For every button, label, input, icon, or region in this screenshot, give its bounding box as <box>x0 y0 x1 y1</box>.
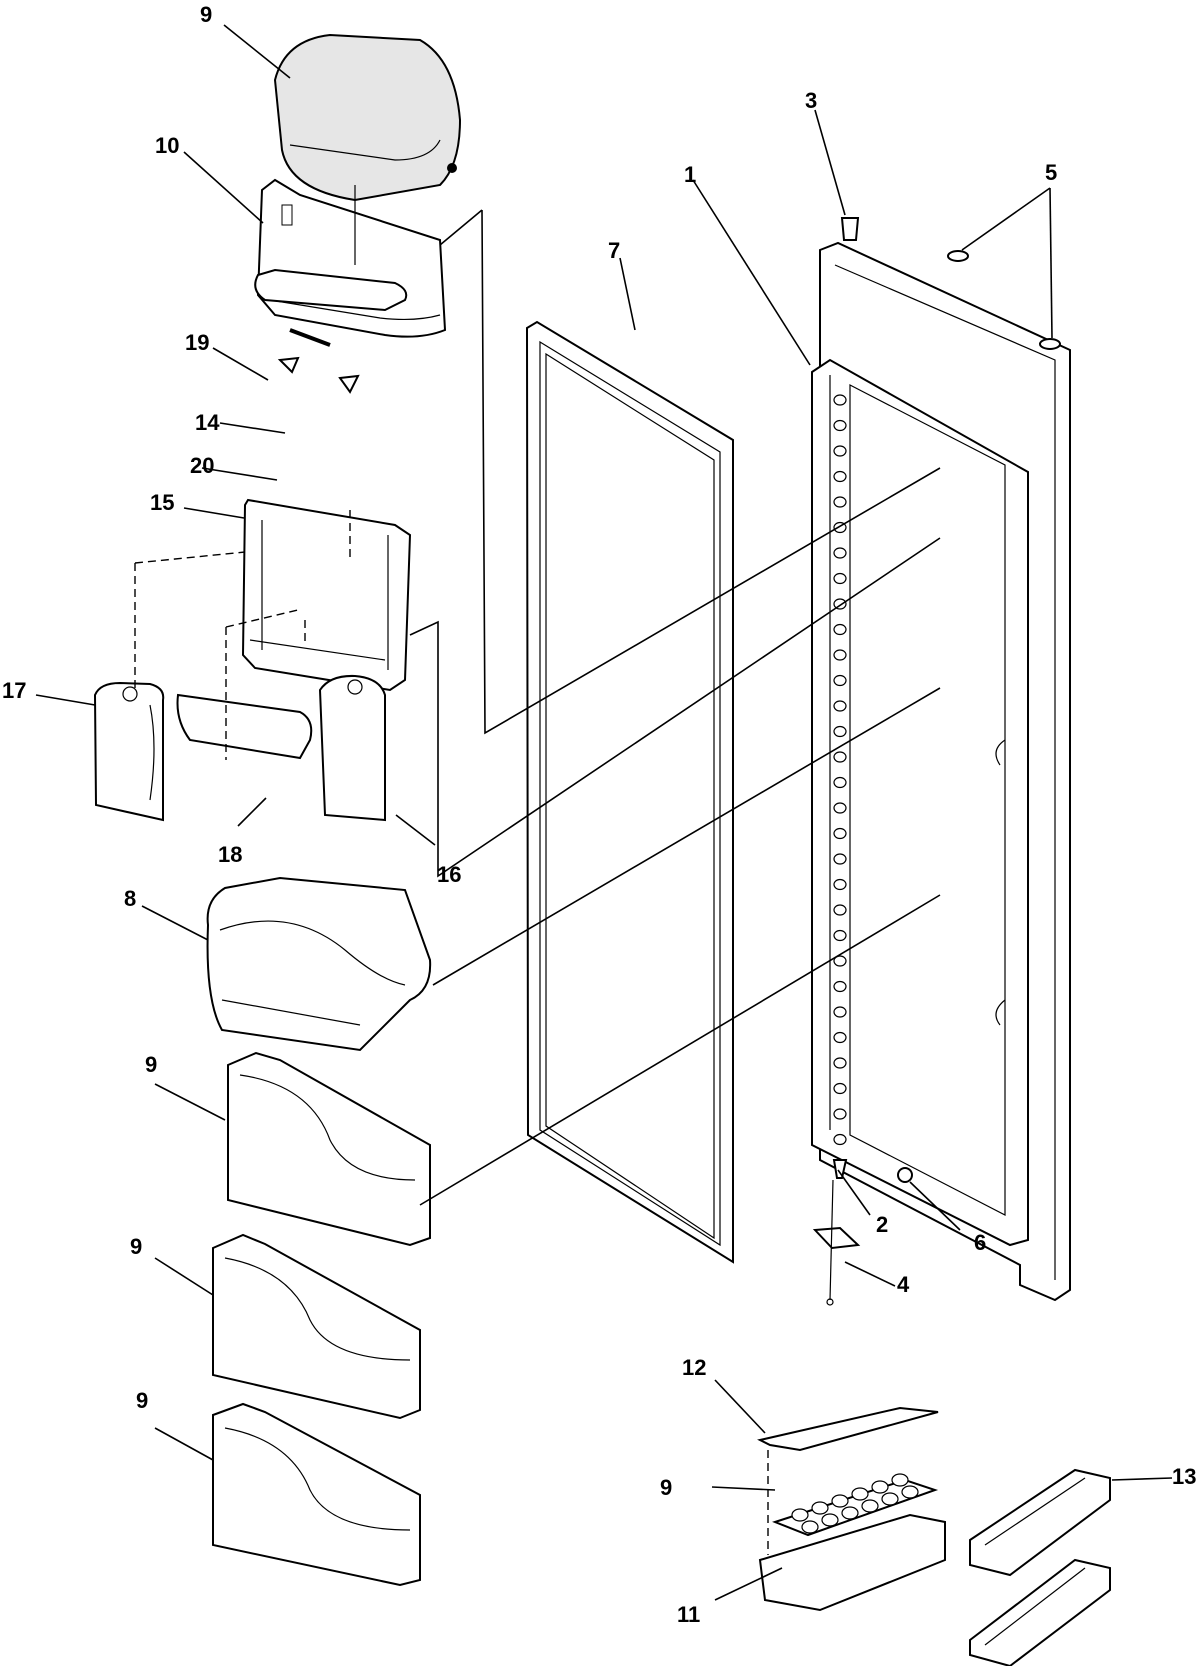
adjuster-hole <box>833 496 847 508</box>
part-19-left-cover <box>93 681 165 822</box>
callout-7: 7 <box>608 238 620 263</box>
adjuster-hole <box>833 802 847 814</box>
part-8-bin <box>206 876 432 1052</box>
egg-cup <box>871 1480 889 1494</box>
egg-cup <box>881 1492 899 1506</box>
adjuster-hole <box>833 904 847 916</box>
callout-10: 9 <box>660 1475 672 1500</box>
callout-20: 18 <box>218 842 242 867</box>
part-15-ice-tray-1 <box>969 1468 1111 1577</box>
part-4-bracket <box>812 1226 861 1250</box>
callout-18: 16 <box>437 862 461 887</box>
part-6-bushing <box>897 1167 913 1183</box>
callout-4: 4 <box>897 1272 910 1297</box>
adjuster-hole <box>833 1006 847 1018</box>
adjuster-hole <box>833 827 847 840</box>
callout-9-middle: 9 <box>130 1234 142 1259</box>
adjuster-hole <box>833 1108 847 1120</box>
callout-9-top: 9 <box>145 1052 157 1077</box>
adjuster-hole <box>833 751 847 763</box>
part-11-cover <box>273 33 462 202</box>
part-1-door <box>811 241 1071 1302</box>
part-13-tray <box>758 1513 946 1612</box>
part-9-shelf-3 <box>212 1402 421 1587</box>
part-7-gasket <box>525 320 734 1264</box>
part-5-plug-right <box>1039 338 1061 350</box>
adjuster-hole <box>833 674 847 687</box>
adjuster-hole <box>833 929 847 942</box>
part-21-lid <box>254 268 408 312</box>
door-adjuster-holes <box>833 394 847 1146</box>
adjuster-hole <box>833 725 847 738</box>
callout-14: 12 <box>682 1355 706 1380</box>
callout-8: 8 <box>124 886 136 911</box>
callout-17: 15 <box>150 490 174 515</box>
callout-labels: 9 10 19 14 20 15 17 18 16 8 9 9 9 7 1 3 … <box>2 2 1196 1627</box>
callout-22: 20 <box>190 453 214 478</box>
egg-cup <box>811 1501 829 1515</box>
callout-15: 13 <box>1172 1464 1196 1489</box>
adjuster-hole <box>833 419 847 432</box>
callout-6: 6 <box>974 1230 986 1255</box>
part-22-fastener-right <box>338 374 360 394</box>
adjuster-hole <box>833 572 847 585</box>
callout-21: 19 <box>185 330 209 355</box>
part-17-housing <box>241 498 412 692</box>
callout-1: 1 <box>684 162 696 187</box>
part-18-right-cover <box>318 674 386 822</box>
part-20-bin <box>176 693 313 760</box>
callout-19: 17 <box>2 678 26 703</box>
adjuster-hole <box>833 955 847 967</box>
egg-cup <box>861 1499 879 1513</box>
adjuster-hole <box>833 1057 847 1069</box>
egg-cup <box>901 1485 919 1499</box>
part-22-fastener-left <box>277 356 300 374</box>
adjuster-hole <box>833 649 847 661</box>
callout-9-bottom: 9 <box>136 1388 148 1413</box>
part-15-ice-tray-2 <box>969 1558 1111 1666</box>
adjuster-hole <box>833 547 847 559</box>
leader-lines <box>35 24 1173 1601</box>
part-14-lid <box>757 1406 939 1452</box>
adjuster-hole <box>833 623 847 636</box>
adjuster-hole <box>833 1082 847 1095</box>
part-9-shelf-2 <box>212 1233 421 1420</box>
egg-cup <box>841 1506 859 1520</box>
callout-12: 10 <box>155 133 179 158</box>
adjuster-hole <box>833 776 847 789</box>
callout-13: 11 <box>677 1602 700 1627</box>
egg-cup <box>801 1520 819 1534</box>
egg-cup <box>821 1513 839 1527</box>
part-2-hinge-pin <box>832 1159 848 1179</box>
callout-5: 5 <box>1045 160 1057 185</box>
adjuster-hole <box>833 470 847 483</box>
callout-16: 14 <box>195 410 220 435</box>
adjuster-hole <box>833 1133 847 1146</box>
adjuster-hole <box>833 1031 847 1044</box>
egg-cup <box>851 1487 869 1501</box>
part-12-top-bin <box>256 178 447 338</box>
egg-cup <box>891 1473 909 1487</box>
adjuster-hole <box>833 980 847 993</box>
part-9-shelf-1 <box>227 1051 431 1247</box>
adjuster-hole <box>833 445 847 457</box>
egg-cup <box>791 1508 809 1522</box>
egg-cup <box>831 1494 849 1508</box>
callout-11: 9 <box>200 2 212 27</box>
part-3-cap <box>840 217 860 241</box>
part-16-rod <box>289 328 331 347</box>
adjuster-hole <box>833 394 847 406</box>
adjuster-hole <box>833 878 847 891</box>
callout-3: 3 <box>805 88 817 113</box>
part-10-egg-tray <box>772 1473 939 1537</box>
connector-lines <box>134 209 941 1206</box>
callout-2: 2 <box>876 1212 888 1237</box>
adjuster-hole <box>833 853 847 865</box>
part-5-plug-left <box>947 250 969 262</box>
adjuster-hole <box>833 700 847 712</box>
